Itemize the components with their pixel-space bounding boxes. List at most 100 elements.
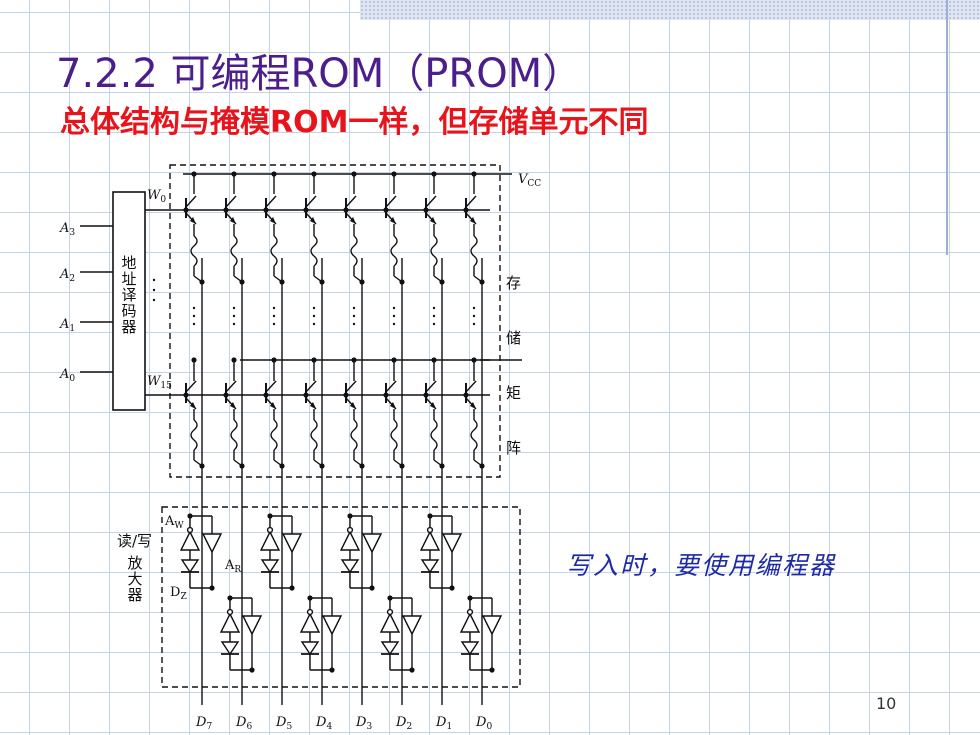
bit-line-junction	[199, 279, 205, 285]
emitter-arrow	[230, 402, 236, 409]
enable-bubble	[466, 608, 474, 616]
slide-subtitle: 总体结构与掩模ROM一样，但存储单元不同	[60, 105, 649, 140]
storage-matrix-char: 阵	[506, 439, 521, 457]
ellipsis-dot	[472, 306, 476, 310]
read-buffer-triangle	[321, 615, 343, 636]
transistor-collector	[385, 195, 397, 208]
fuse-link	[270, 235, 278, 267]
enable-bubble	[186, 526, 194, 534]
enable-bubble	[426, 526, 434, 534]
write-buffer-triangle	[379, 612, 401, 633]
word-line-junction	[183, 392, 189, 398]
amp-junction	[249, 667, 255, 673]
amplifier-boundary	[161, 506, 521, 688]
amp-junction	[449, 585, 455, 591]
read-buffer-triangle	[401, 615, 423, 636]
zener-diode	[380, 641, 400, 656]
bit-line-junction	[279, 279, 285, 285]
vcc-junction	[351, 171, 357, 177]
word-line-junction	[423, 392, 429, 398]
read-write-amplifier-cell	[379, 597, 423, 671]
amp-junction	[369, 585, 375, 591]
storage-matrix-boundary	[169, 164, 501, 478]
vcc-junction	[191, 171, 197, 177]
ellipsis-dot	[312, 314, 316, 318]
amplifier-label-char: 放	[127, 554, 142, 572]
word-line-junction	[183, 207, 189, 213]
word-line-w15-label: W15	[147, 374, 172, 391]
data-output-label: D4	[315, 715, 332, 732]
ellipsis-dot	[352, 306, 356, 310]
word-line-junction	[423, 207, 429, 213]
amp-junction	[267, 513, 273, 519]
ellipsis-dot	[312, 306, 316, 310]
word-line-junction	[263, 392, 269, 398]
zener-diode	[220, 641, 240, 656]
data-output-label: D1	[435, 715, 452, 732]
amp-junction	[227, 595, 233, 601]
storage-matrix-label: 存 储 矩 阵	[506, 274, 521, 457]
transistor-collector	[305, 380, 317, 393]
write-buffer-triangle	[339, 530, 361, 551]
right-decorative-rule	[946, 0, 948, 255]
emitter-arrow	[190, 217, 196, 224]
read-write-amplifier-cell	[339, 515, 383, 589]
amp-junction	[289, 585, 295, 591]
fuse-link	[310, 419, 318, 451]
address-decoder-box	[112, 191, 146, 411]
ellipsis-dot	[472, 314, 476, 318]
data-output-label: D5	[275, 715, 292, 732]
word-line-junction	[383, 207, 389, 213]
emitter-arrow	[310, 217, 316, 224]
fuse-link	[390, 235, 398, 267]
emitter-arrow	[190, 402, 196, 409]
ellipsis-dot	[232, 306, 236, 310]
ellipsis-dot	[192, 306, 196, 310]
emitter-arrow	[430, 402, 436, 409]
vcc-junction	[231, 171, 237, 177]
write-buffer-triangle	[259, 530, 281, 551]
transistor-collector	[385, 380, 397, 393]
supply-junction	[191, 357, 197, 363]
read-write-amplifier-cell	[259, 515, 303, 589]
amp-junction	[467, 595, 473, 601]
read-write-amplifier-cell	[219, 597, 263, 671]
word-line-junction	[343, 207, 349, 213]
word-line-junction	[223, 207, 229, 213]
programmer-note: 写入时，要使用编程器	[566, 551, 837, 580]
address-input-a0: A0	[59, 367, 75, 384]
fuse-link	[230, 235, 238, 267]
ellipsis-dot	[392, 322, 396, 326]
ellipsis-dot	[152, 288, 156, 292]
amp-junction	[427, 513, 433, 519]
decoder-label: 地 址 译 码 器	[121, 254, 136, 336]
emitter-arrow	[390, 217, 396, 224]
word-line-junction	[463, 392, 469, 398]
read-buffer-triangle	[281, 533, 303, 554]
emitter-arrow	[230, 217, 236, 224]
data-output-label: D0	[475, 715, 492, 732]
top-decorative-band	[360, 0, 980, 20]
transistor-collector	[185, 195, 197, 208]
write-buffer-triangle	[299, 612, 321, 633]
amp-junction	[387, 595, 393, 601]
supply-junction	[471, 357, 477, 363]
amp-junction	[329, 667, 335, 673]
data-output-label: D6	[235, 715, 252, 732]
data-output-label: D3	[355, 715, 372, 732]
storage-matrix-char: 矩	[506, 384, 521, 402]
decoder-label-char: 地	[121, 254, 136, 272]
write-buffer-triangle	[419, 530, 441, 551]
ellipsis-dot	[352, 314, 356, 318]
bit-line-junction	[319, 463, 325, 469]
address-input-a3: A3	[59, 221, 75, 238]
fuse-link	[310, 235, 318, 267]
circuit-components	[152, 164, 521, 688]
ellipsis-dot	[432, 306, 436, 310]
emitter-arrow	[350, 402, 356, 409]
emitter-arrow	[470, 217, 476, 224]
amplifier-label-char: 器	[127, 586, 142, 604]
bit-line-junction	[479, 463, 485, 469]
ellipsis-dot	[192, 322, 196, 326]
fuse-link	[230, 419, 238, 451]
